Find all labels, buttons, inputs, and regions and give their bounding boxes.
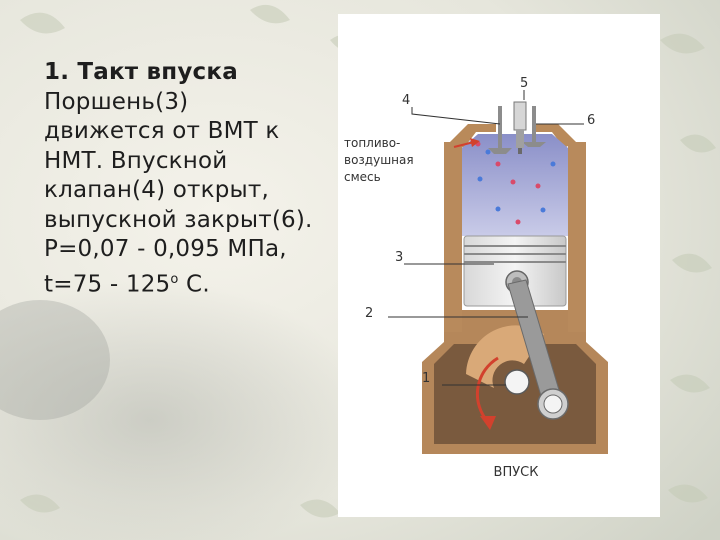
temperature-line: t=75 - 125o С. xyxy=(44,265,344,300)
leader-lines xyxy=(388,90,584,386)
temperature-range: t=75 - 125 xyxy=(44,271,171,298)
label-connecting-rod: 2 xyxy=(365,306,373,321)
fuel-air-particles xyxy=(475,141,556,225)
temperature-unit: С. xyxy=(178,271,210,298)
degree-mark: o xyxy=(170,271,179,287)
body-line: Поршень(3) xyxy=(44,88,189,115)
exhaust-valve xyxy=(522,106,546,147)
body-line: клапан(4) открыт, xyxy=(44,177,269,203)
body-line: P=0,07 - 0,095 МПа, xyxy=(44,236,287,262)
diagram-panel: 4 5 6 3 2 1 топливо- воздушная смесь ВПУ… xyxy=(338,14,660,517)
slide-heading: 1. Такт впуска xyxy=(44,59,238,85)
intake-flow-arrow xyxy=(453,138,480,148)
intake-valve xyxy=(488,106,512,154)
connecting-rod xyxy=(507,279,569,420)
mixture-label-line: смесь xyxy=(344,170,381,184)
body-line: выпускной закрыт(6). xyxy=(44,206,313,233)
rotation-arrow xyxy=(475,356,499,430)
cylinder-bore xyxy=(462,134,568,236)
label-spark-plug: 5 xyxy=(520,76,528,91)
diagram-caption: ВПУСК xyxy=(494,465,539,480)
body-line: НМТ. Впускной xyxy=(44,147,228,174)
mixture-label-line: воздушная xyxy=(344,153,414,167)
spark-plug xyxy=(513,101,527,154)
mixture-label: топливо- воздушная смесь xyxy=(344,136,414,184)
engine-intake-diagram: 4 5 6 3 2 1 топливо- воздушная смесь ВПУ… xyxy=(344,76,608,480)
cylinder-wall-right xyxy=(568,142,586,332)
label-exhaust-valve: 6 xyxy=(587,113,595,128)
label-crankshaft: 1 xyxy=(422,371,430,386)
mixture-label-line: топливо- xyxy=(344,136,400,150)
label-piston: 3 xyxy=(395,250,403,265)
body-line: движется от ВМТ к xyxy=(44,118,280,144)
label-intake-valve: 4 xyxy=(402,93,410,108)
cylinder-wall-left xyxy=(444,142,462,332)
slide-text: 1. Такт впуска Поршень(3) движется от ВМ… xyxy=(44,58,344,300)
